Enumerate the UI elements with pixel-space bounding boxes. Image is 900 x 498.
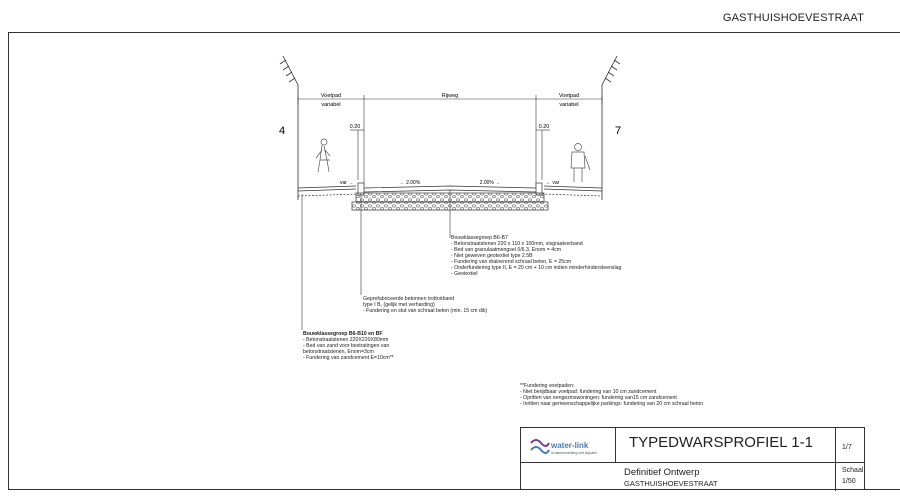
sheet-number: 1/7 <box>836 428 864 463</box>
scale-label: Schaal <box>842 467 864 474</box>
logo-subtext: in samenwerking met Aquafin <box>551 451 597 455</box>
note-line: **Fundering voetpaden: <box>520 383 575 389</box>
label-variabel-right: variabel <box>559 102 578 108</box>
curb-dimension-right <box>536 129 550 180</box>
pedestrian-icon-right <box>570 143 591 182</box>
slope-left: ← 2.00% <box>400 180 421 186</box>
sidewalk-construction-notes: Bouwklassegroep B6-B10 en BF - Betonstra… <box>303 331 394 361</box>
note-line: - Fundering van zandcement E=10cm** <box>303 355 394 361</box>
note-line: - Niet berijdbaar voetpad: fundering van… <box>520 389 657 395</box>
status-cell: Definitief Ontwerp GASTHUISHOEVESTRAAT <box>616 463 836 491</box>
sidewalk-right <box>541 185 603 197</box>
note-line: - Fundering van drainerend schraal beton… <box>451 259 572 265</box>
label-rijweg: Rijweg <box>442 93 459 99</box>
note-line: - Opritten van eengezinswoningen: funder… <box>520 395 677 401</box>
logo-text: water-link <box>551 441 589 450</box>
note-line: type I B, (gelijk met verharding) <box>363 302 435 308</box>
label-variabel-left: variabel <box>321 102 340 108</box>
pedestrian-icon-left <box>315 138 331 173</box>
road-construction-notes: Bouwklassegroep B6-B7 - Betonstraatstene… <box>451 235 621 277</box>
header-street-name: GASTHUISHOEVESTRAAT <box>722 12 864 24</box>
drawing-status: Definitief Ontwerp <box>624 467 700 478</box>
note-line: - Betonstraatstenen 220 x 110 x 100mm, v… <box>451 241 583 247</box>
var-left: var → <box>340 180 353 186</box>
leader-lines <box>301 190 451 330</box>
slope-right: 2.00% → <box>480 180 501 186</box>
drawing-street: GASTHUISHOEVESTRAAT <box>624 479 718 488</box>
sheet-border <box>8 32 900 490</box>
embankment-left <box>279 55 299 200</box>
note-line: - Fundering en stut van schraal beton (m… <box>363 308 488 314</box>
right-number: 7 <box>615 125 621 137</box>
scale-value: 1/50 <box>842 478 856 485</box>
dim-left: 0.20 <box>350 124 361 130</box>
top-dimension-line <box>297 95 603 186</box>
curb-dimension-left <box>350 129 364 180</box>
logo-cell: water-link in samenwerking met Aquafin <box>521 428 616 463</box>
dim-right: 0.20 <box>539 124 550 130</box>
title-block: water-link in samenwerking met Aquafin T… <box>520 427 865 491</box>
curb-construction-notes: Geprefabriceerde betonnen trottoirband t… <box>363 296 487 314</box>
note-line: - Bed van zand voor bestratingen van <box>303 343 390 349</box>
label-voetpad-left: Voetpad <box>321 93 341 99</box>
note-line: - Onderfundering type II, E = 20 cm + 10… <box>451 265 622 271</box>
note-line: - Niet geweven geotextiel type 2.5B <box>451 253 533 259</box>
note-line: - Inritten naar gemeenschappelijke parki… <box>520 401 704 407</box>
note-line: Geprefabriceerde betonnen trottoirband <box>363 296 455 302</box>
note-line: - Bed van granulaatmengsel 0/6.3, Enom =… <box>451 247 562 253</box>
footnote-sidewalk-foundations: **Fundering voetpaden: - Niet berijdbaar… <box>520 383 703 407</box>
note-line: - Geotextiel <box>451 271 478 277</box>
scale-cell: Schaal 1/50 <box>836 463 864 491</box>
note-line: Bouwklassegroep B6-B10 en BF <box>303 331 383 337</box>
note-line: betonstraatstenen, Enom=3cm <box>303 349 374 355</box>
embankment-right <box>601 55 621 200</box>
left-number: 4 <box>279 125 285 137</box>
var-right: ← var <box>546 180 560 186</box>
note-line: Bouwklassegroep B6-B7 <box>451 235 508 241</box>
water-link-logo-icon <box>530 439 550 454</box>
note-line: - Betonstraatstenen 220X220X80mm <box>303 337 389 343</box>
sidewalk-left <box>297 185 359 197</box>
drawing-title: TYPEDWARSPROFIEL 1-1 <box>616 428 836 463</box>
label-voetpad-right: Voetpad <box>559 93 579 99</box>
